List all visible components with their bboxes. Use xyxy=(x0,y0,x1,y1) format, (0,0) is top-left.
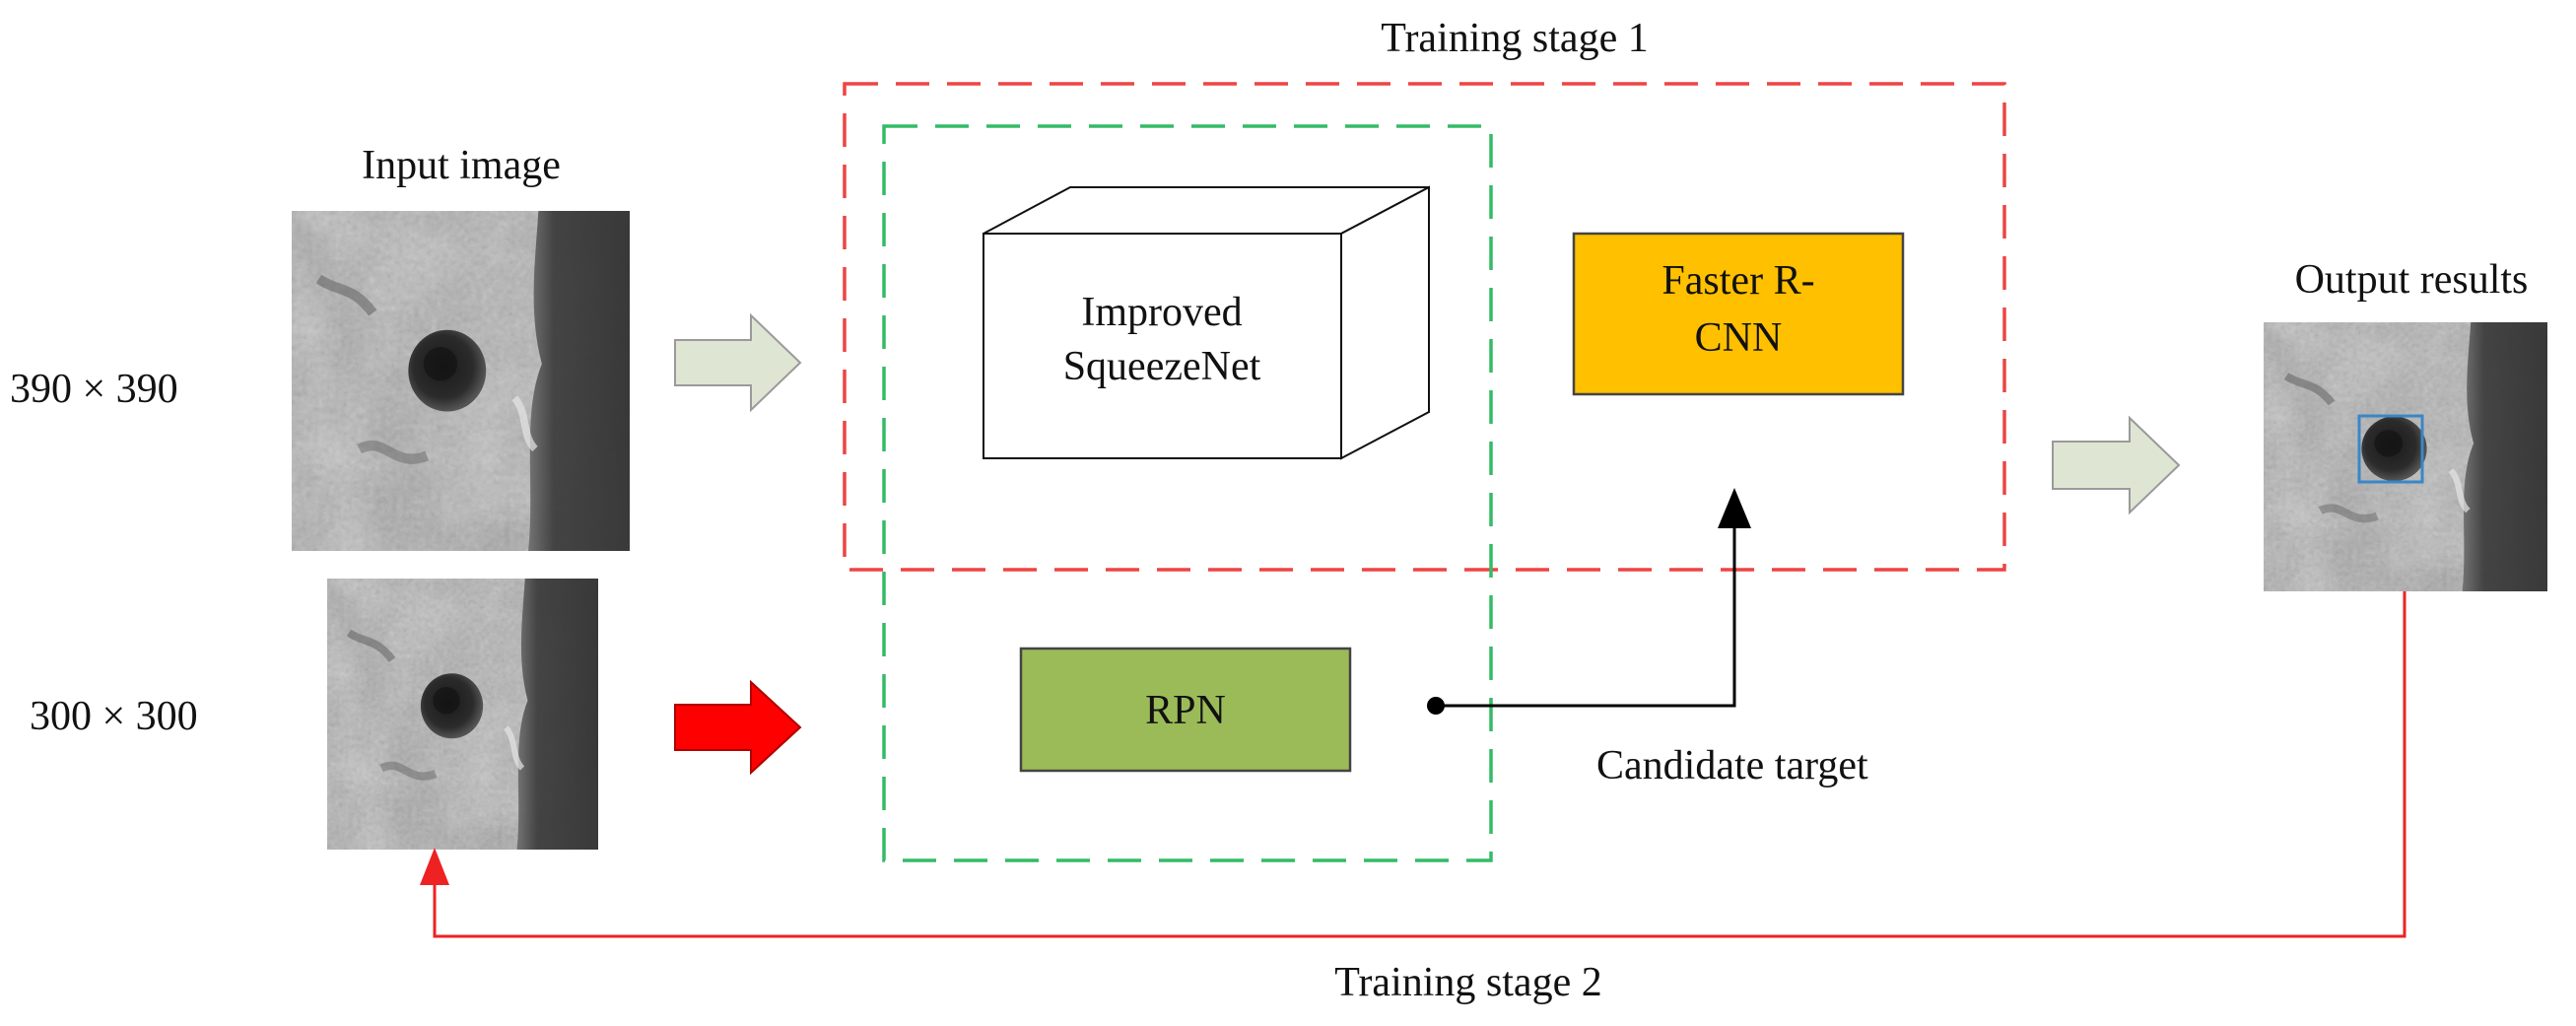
training-stage-1-title: Training stage 1 xyxy=(1381,16,1648,61)
input-size-small-label: 300 × 300 xyxy=(30,694,198,739)
faster-rcnn-line2: CNN xyxy=(1695,315,1783,361)
rpn-group-box xyxy=(882,124,1493,862)
faster-rcnn-block: Faster R- CNN xyxy=(1572,232,1905,396)
training-stage-2-title: Training stage 2 xyxy=(1334,960,1601,1005)
candidate-target-connector xyxy=(1427,488,1751,715)
rpn-block: RPN xyxy=(1019,647,1352,773)
improved-squeezenet-block: Improved SqueezeNet xyxy=(983,185,1430,460)
output-image xyxy=(2264,322,2547,591)
input-image-title: Input image xyxy=(362,143,561,188)
detection-bounding-box xyxy=(2357,414,2424,484)
output-results-title: Output results xyxy=(2295,257,2529,303)
improved-squeezenet-line2: SqueezeNet xyxy=(1063,344,1261,389)
hollow-arrow-output xyxy=(2052,415,2181,515)
input-image-small xyxy=(327,579,598,850)
rpn-label: RPN xyxy=(1145,688,1226,733)
training-stage-1-box xyxy=(843,82,2006,572)
input-image-large xyxy=(292,211,630,551)
hollow-arrow-input xyxy=(674,312,802,413)
faster-rcnn-line1: Faster R- xyxy=(1661,258,1814,304)
candidate-target-label: Candidate target xyxy=(1596,743,1868,788)
training-stage-2-feedback xyxy=(420,591,2407,938)
improved-squeezenet-line1: Improved xyxy=(1081,290,1242,335)
input-size-large-label: 390 × 390 xyxy=(10,367,178,412)
red-arrow-input xyxy=(674,679,802,776)
